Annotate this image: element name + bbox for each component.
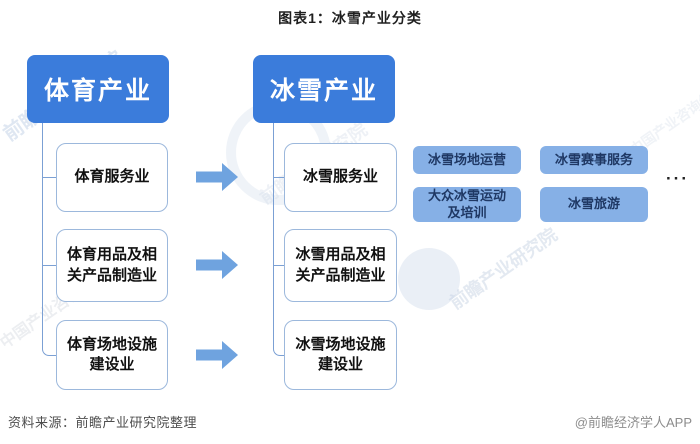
- connector-line: [273, 177, 284, 178]
- connector-elbow: [273, 348, 284, 356]
- connector-line: [273, 123, 274, 348]
- ellipsis-indicator: ···: [666, 169, 689, 188]
- watermark-text: 前瞻产业研究院: [446, 224, 561, 314]
- sports-child-node-goods-manufacturing: 体育用品及相 关产品制造业: [56, 229, 168, 302]
- footer-credit-text: @前瞻经济学人APP: [574, 415, 692, 430]
- snow-industry-root-node: 冰雪产业: [253, 55, 395, 123]
- node-label: 体育服务业: [74, 168, 150, 186]
- node-label: 冰雪场地设施 建设业: [295, 335, 386, 373]
- footer-source-text: 资料来源：前瞻产业研究院整理: [8, 415, 198, 430]
- sports-industry-root-node: 体育产业: [27, 55, 169, 123]
- connector-line: [42, 265, 56, 266]
- watermark-logo-circle: [398, 248, 460, 310]
- snow-subcategory-venue-operation: 冰雪场地运营: [413, 146, 521, 174]
- node-label: 冰雪服务业: [302, 168, 378, 186]
- snow-child-node-services: 冰雪服务业: [284, 143, 397, 212]
- snow-subcategory-event-services: 冰雪赛事服务: [540, 146, 648, 174]
- chip-label: 冰雪旅游: [567, 196, 620, 212]
- sports-child-node-services: 体育服务业: [56, 143, 168, 212]
- right-arrow-icon: [196, 163, 238, 191]
- sports-child-node-venue-construction: 体育场地设施 建设业: [56, 320, 168, 390]
- snow-industry-root-label: 冰雪产业: [269, 77, 378, 105]
- chip-label: 大众冰雪运动 及培训: [427, 188, 506, 220]
- connector-elbow: [42, 348, 56, 356]
- sports-industry-root-label: 体育产业: [43, 77, 152, 105]
- node-label: 冰雪用品及相 关产品制造业: [295, 246, 386, 284]
- chip-label: 冰雪场地运营: [427, 151, 506, 167]
- chip-label: 冰雪赛事服务: [554, 151, 633, 167]
- connector-line: [273, 265, 284, 266]
- snow-subcategory-tourism: 冰雪旅游: [540, 187, 648, 222]
- node-label: 体育用品及相 关产品制造业: [66, 246, 157, 284]
- snow-child-node-goods-manufacturing: 冰雪用品及相 关产品制造业: [284, 229, 397, 302]
- snow-subcategory-mass-sports-training: 大众冰雪运动 及培训: [413, 187, 521, 222]
- connector-line: [42, 177, 56, 178]
- node-label: 体育场地设施 建设业: [66, 335, 157, 373]
- snow-child-node-venue-construction: 冰雪场地设施 建设业: [284, 320, 397, 390]
- page-title: 图表1：冰雪产业分类: [278, 10, 422, 26]
- right-arrow-icon: [196, 251, 238, 279]
- connector-line: [42, 123, 43, 348]
- right-arrow-icon: [196, 341, 238, 369]
